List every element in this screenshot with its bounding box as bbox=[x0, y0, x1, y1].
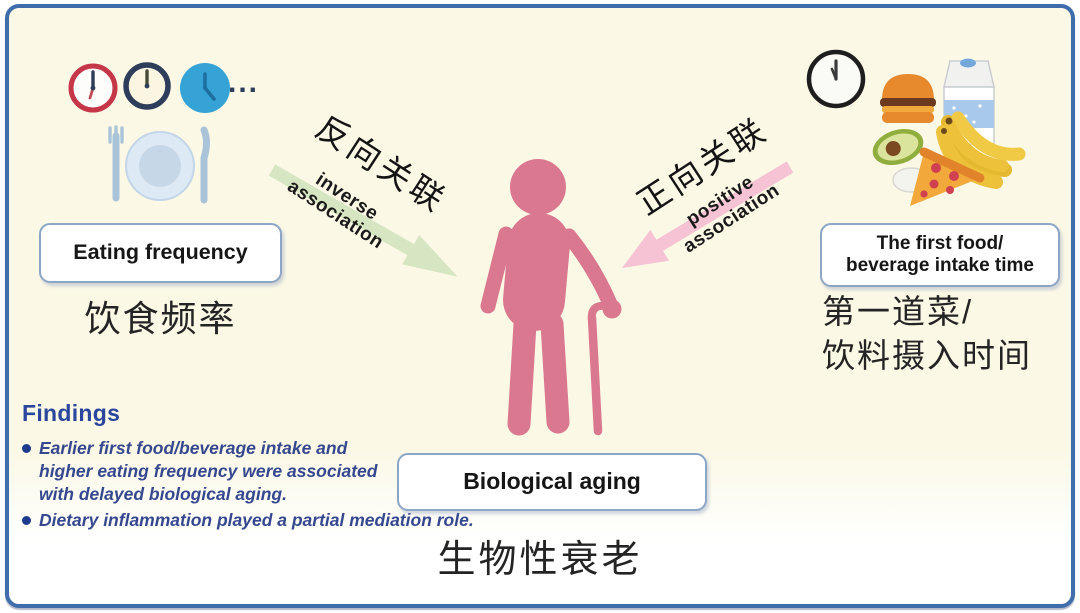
finding-text: Earlier first food/beverage intake and h… bbox=[39, 437, 377, 506]
finding-1-line-2: higher eating frequency were associated bbox=[39, 461, 378, 482]
inverse-association-arrow bbox=[268, 164, 458, 277]
finding-1-line-3: with delayed biological aging. bbox=[39, 484, 287, 505]
plate-fork-knife-icon bbox=[108, 125, 210, 204]
bullet-dot-icon bbox=[22, 516, 31, 526]
bullet-dot-icon bbox=[22, 444, 31, 453]
elderly-person-cane-icon bbox=[480, 159, 622, 436]
blue-clock-icon bbox=[180, 63, 230, 113]
biological-aging-box: Biological aging bbox=[397, 453, 707, 511]
navy-clock-icon bbox=[123, 62, 171, 110]
positive-association-arrow bbox=[622, 161, 794, 268]
eating-frequency-clocks-icon bbox=[68, 62, 230, 113]
finding-item: Dietary inflammation played a partial me… bbox=[22, 509, 492, 532]
first-food-box: The first food/ beverage intake time bbox=[820, 223, 1060, 287]
more-clocks-ellipsis: ... bbox=[228, 66, 260, 99]
black-clock-icon bbox=[806, 49, 866, 109]
finding-text: Dietary inflammation played a partial me… bbox=[39, 509, 474, 532]
avocado-icon bbox=[872, 128, 924, 166]
first-food-cn-line2: 饮料摄入时间 bbox=[822, 336, 1032, 374]
finding-1-line-1: Earlier first food/beverage intake and bbox=[39, 438, 348, 458]
biological-aging-label: Biological aging bbox=[463, 468, 641, 495]
pizza-slice-icon bbox=[910, 147, 985, 206]
red-clock-icon bbox=[68, 63, 118, 113]
finding-item: Earlier first food/beverage intake and h… bbox=[22, 437, 492, 506]
biological-aging-cn-label: 生物性衰老 bbox=[437, 539, 643, 581]
eating-frequency-box: Eating frequency bbox=[39, 223, 282, 283]
eating-frequency-cn-label: 饮食频率 bbox=[84, 298, 237, 339]
findings-title: Findings bbox=[22, 400, 121, 426]
eating-frequency-label: Eating frequency bbox=[73, 240, 248, 265]
findings-section: Findings Earlier first food/beverage int… bbox=[22, 400, 492, 535]
hamburger-icon bbox=[880, 74, 936, 123]
first-food-cn-line1: 第一道菜/ bbox=[822, 293, 974, 330]
finding-2-line-1: Dietary inflammation played a partial me… bbox=[39, 510, 474, 531]
first-food-label-line2: beverage intake time bbox=[846, 255, 1034, 276]
first-food-cn-label: 第一道菜/ 饮料摄入时间 bbox=[822, 290, 1032, 377]
first-food-icons bbox=[806, 49, 1026, 206]
first-food-label-line1: The first food/ bbox=[876, 232, 1004, 254]
